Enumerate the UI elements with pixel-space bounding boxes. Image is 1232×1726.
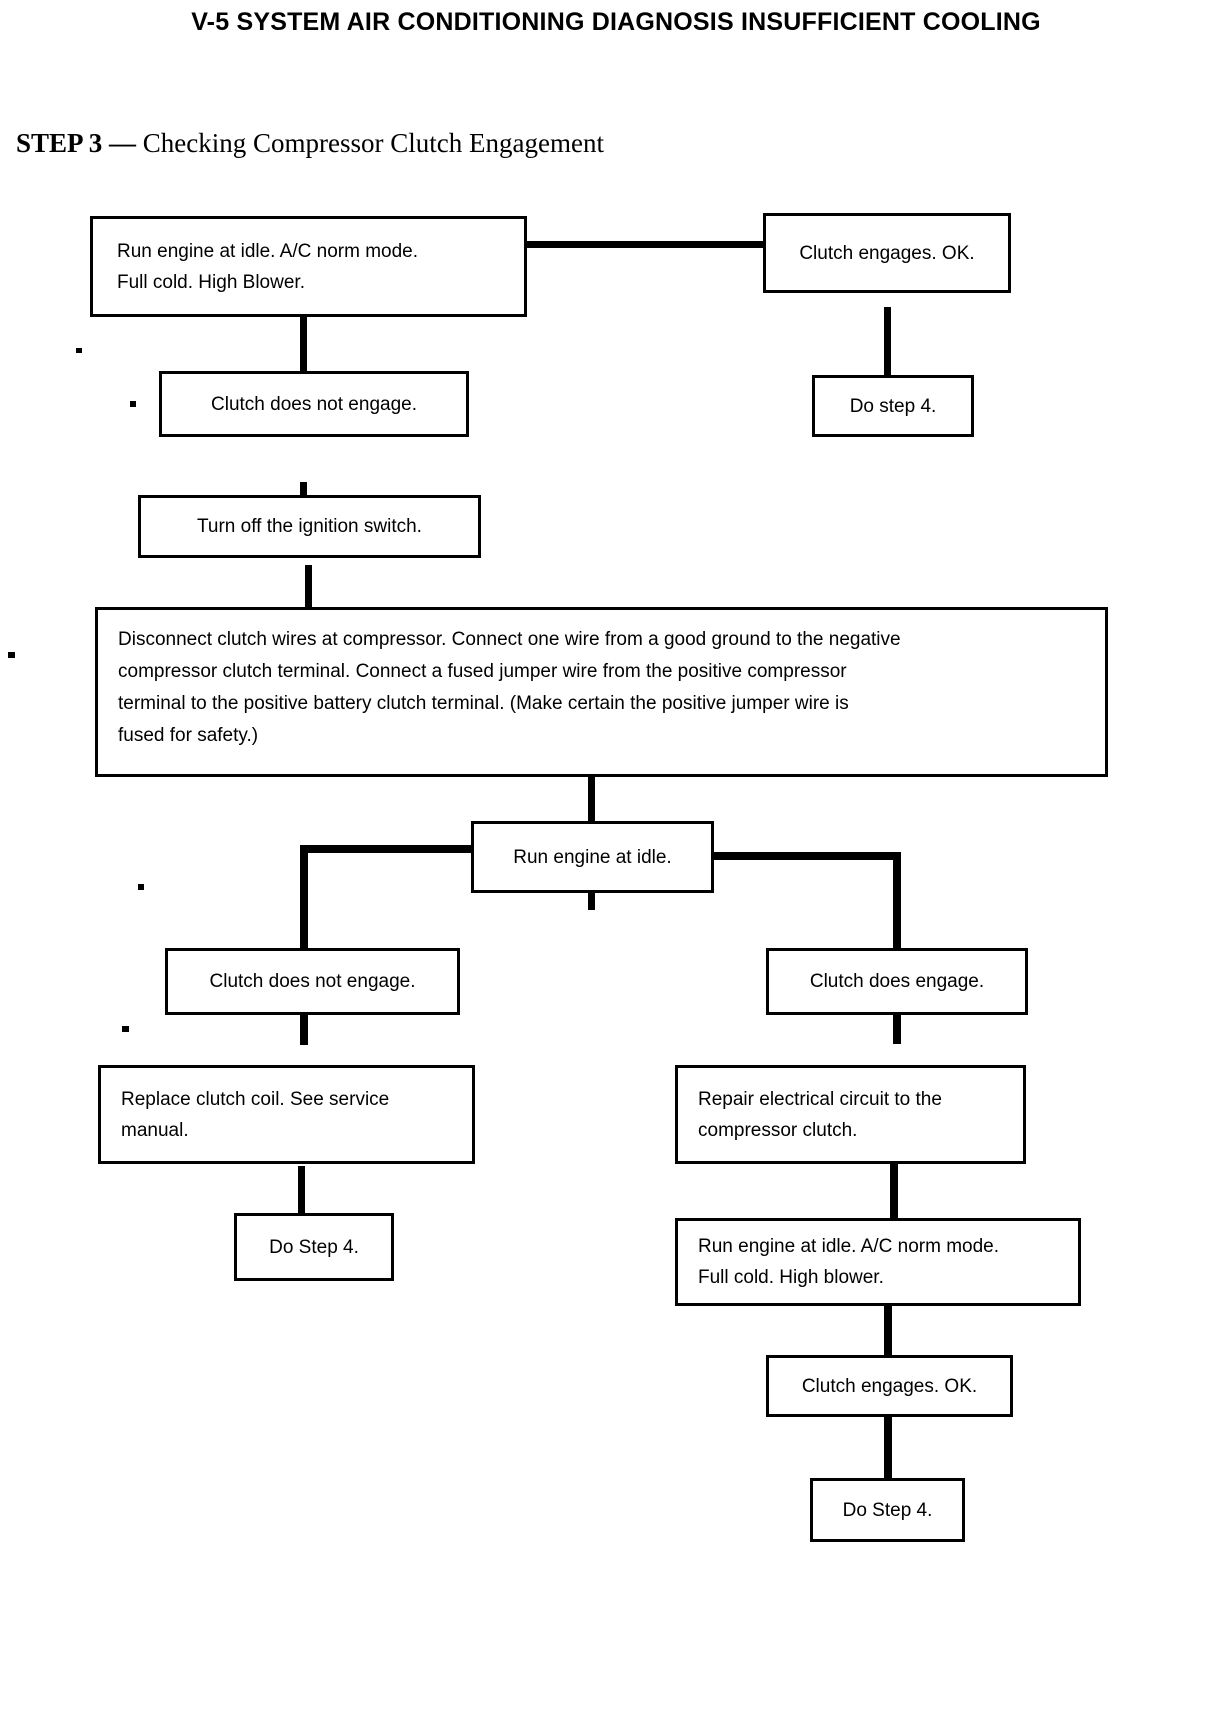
node-line: Run engine at idle. xyxy=(513,846,672,868)
document-title: V-5 SYSTEM AIR CONDITIONING DIAGNOSIS IN… xyxy=(191,8,1041,36)
node-line: fused for safety.) xyxy=(118,725,259,746)
node-run-engine-at-idle-full-cold[interactable]: Run engine at idle. A/C norm mode. Full … xyxy=(675,1218,1081,1306)
connector-spacer xyxy=(298,1166,305,1168)
connector-start-to-clutch-not-engage xyxy=(300,312,307,407)
scan-speck xyxy=(130,401,136,407)
node-line: Do step 4. xyxy=(849,395,937,417)
node-run-engine-at-idle-start[interactable]: Run engine at idle. A/C norm mode. Full … xyxy=(90,216,527,317)
connector-run-engine-left-vertical xyxy=(300,845,308,1045)
node-disconnect-clutch-wires-instructions[interactable]: Disconnect clutch wires at compressor. C… xyxy=(95,607,1108,777)
node-line: Do Step 4. xyxy=(842,1499,933,1521)
node-clutch-engages-ok-bottom[interactable]: Clutch engages. OK. xyxy=(766,1355,1013,1417)
connector-replace-coil-to-do-step-4 xyxy=(298,1168,305,1228)
step-title: STEP 3 — Checking Compressor Clutch Enga… xyxy=(16,128,604,159)
node-line: Full cold. High Blower. xyxy=(117,271,305,293)
node-line: Clutch does not engage. xyxy=(209,971,416,992)
node-line: manual. xyxy=(121,1119,189,1141)
connector-clutch-engages-to-do-step-4-bottom xyxy=(884,1414,892,1482)
node-run-engine-at-idle[interactable]: Run engine at idle. xyxy=(471,821,714,893)
node-line: Disconnect clutch wires at compressor. C… xyxy=(118,629,901,650)
node-replace-clutch-coil[interactable]: Replace clutch coil. See service manual. xyxy=(98,1065,475,1164)
node-line: Clutch engages. OK. xyxy=(799,242,975,264)
node-line: Clutch engages. OK. xyxy=(801,1375,978,1397)
node-line: Run engine at idle. A/C norm mode. xyxy=(698,1236,1000,1257)
node-line: Run engine at idle. A/C norm mode. xyxy=(117,240,419,262)
node-turn-off-ignition-switch[interactable]: Turn off the ignition switch. xyxy=(138,495,481,558)
node-line: Turn off the ignition switch. xyxy=(197,516,422,537)
node-line: Full cold. High blower. xyxy=(698,1267,884,1288)
node-repair-electrical-circuit[interactable]: Repair electrical circuit to the compres… xyxy=(675,1065,1026,1164)
node-do-step-4-top[interactable]: Do step 4. xyxy=(812,375,974,437)
node-clutch-does-engage-right[interactable]: Clutch does engage. xyxy=(766,948,1028,1015)
node-line: Clutch does not engage. xyxy=(211,393,417,415)
node-line: Replace clutch coil. See service xyxy=(121,1088,390,1110)
node-clutch-engages-ok-top[interactable]: Clutch engages. OK. xyxy=(763,213,1011,293)
node-do-step-4-bottom[interactable]: Do Step 4. xyxy=(810,1478,965,1542)
connector-start-to-clutch-engages xyxy=(520,241,850,248)
scan-speck xyxy=(138,884,144,890)
node-line: compressor clutch. xyxy=(698,1119,858,1141)
node-do-step-4-left[interactable]: Do Step 4. xyxy=(234,1213,394,1281)
connector-run-engine-full-to-clutch-engages xyxy=(884,1300,892,1360)
connector-repair-to-run-engine-full xyxy=(890,1162,898,1224)
scan-speck xyxy=(76,348,82,353)
node-line: compressor clutch terminal. Connect a fu… xyxy=(118,661,847,682)
connector-run-engine-right-horizontal xyxy=(706,852,901,860)
node-clutch-does-not-engage-top[interactable]: Clutch does not engage. xyxy=(159,371,469,437)
node-line: Do Step 4. xyxy=(269,1236,359,1258)
node-line: Clutch does engage. xyxy=(809,971,985,992)
node-line: Repair electrical circuit to the xyxy=(698,1088,942,1110)
scan-speck xyxy=(122,1026,129,1032)
step-title-label: STEP 3 — xyxy=(16,128,137,158)
node-clutch-does-not-engage-left[interactable]: Clutch does not engage. xyxy=(165,948,460,1015)
node-line: terminal to the positive battery clutch … xyxy=(118,693,849,714)
step-title-text: Checking Compressor Clutch Engagement xyxy=(136,128,604,158)
connector-run-engine-left-horizontal xyxy=(300,845,480,853)
connector-clutch-engages-to-do-step-4 xyxy=(884,307,891,377)
scan-speck xyxy=(8,652,15,658)
